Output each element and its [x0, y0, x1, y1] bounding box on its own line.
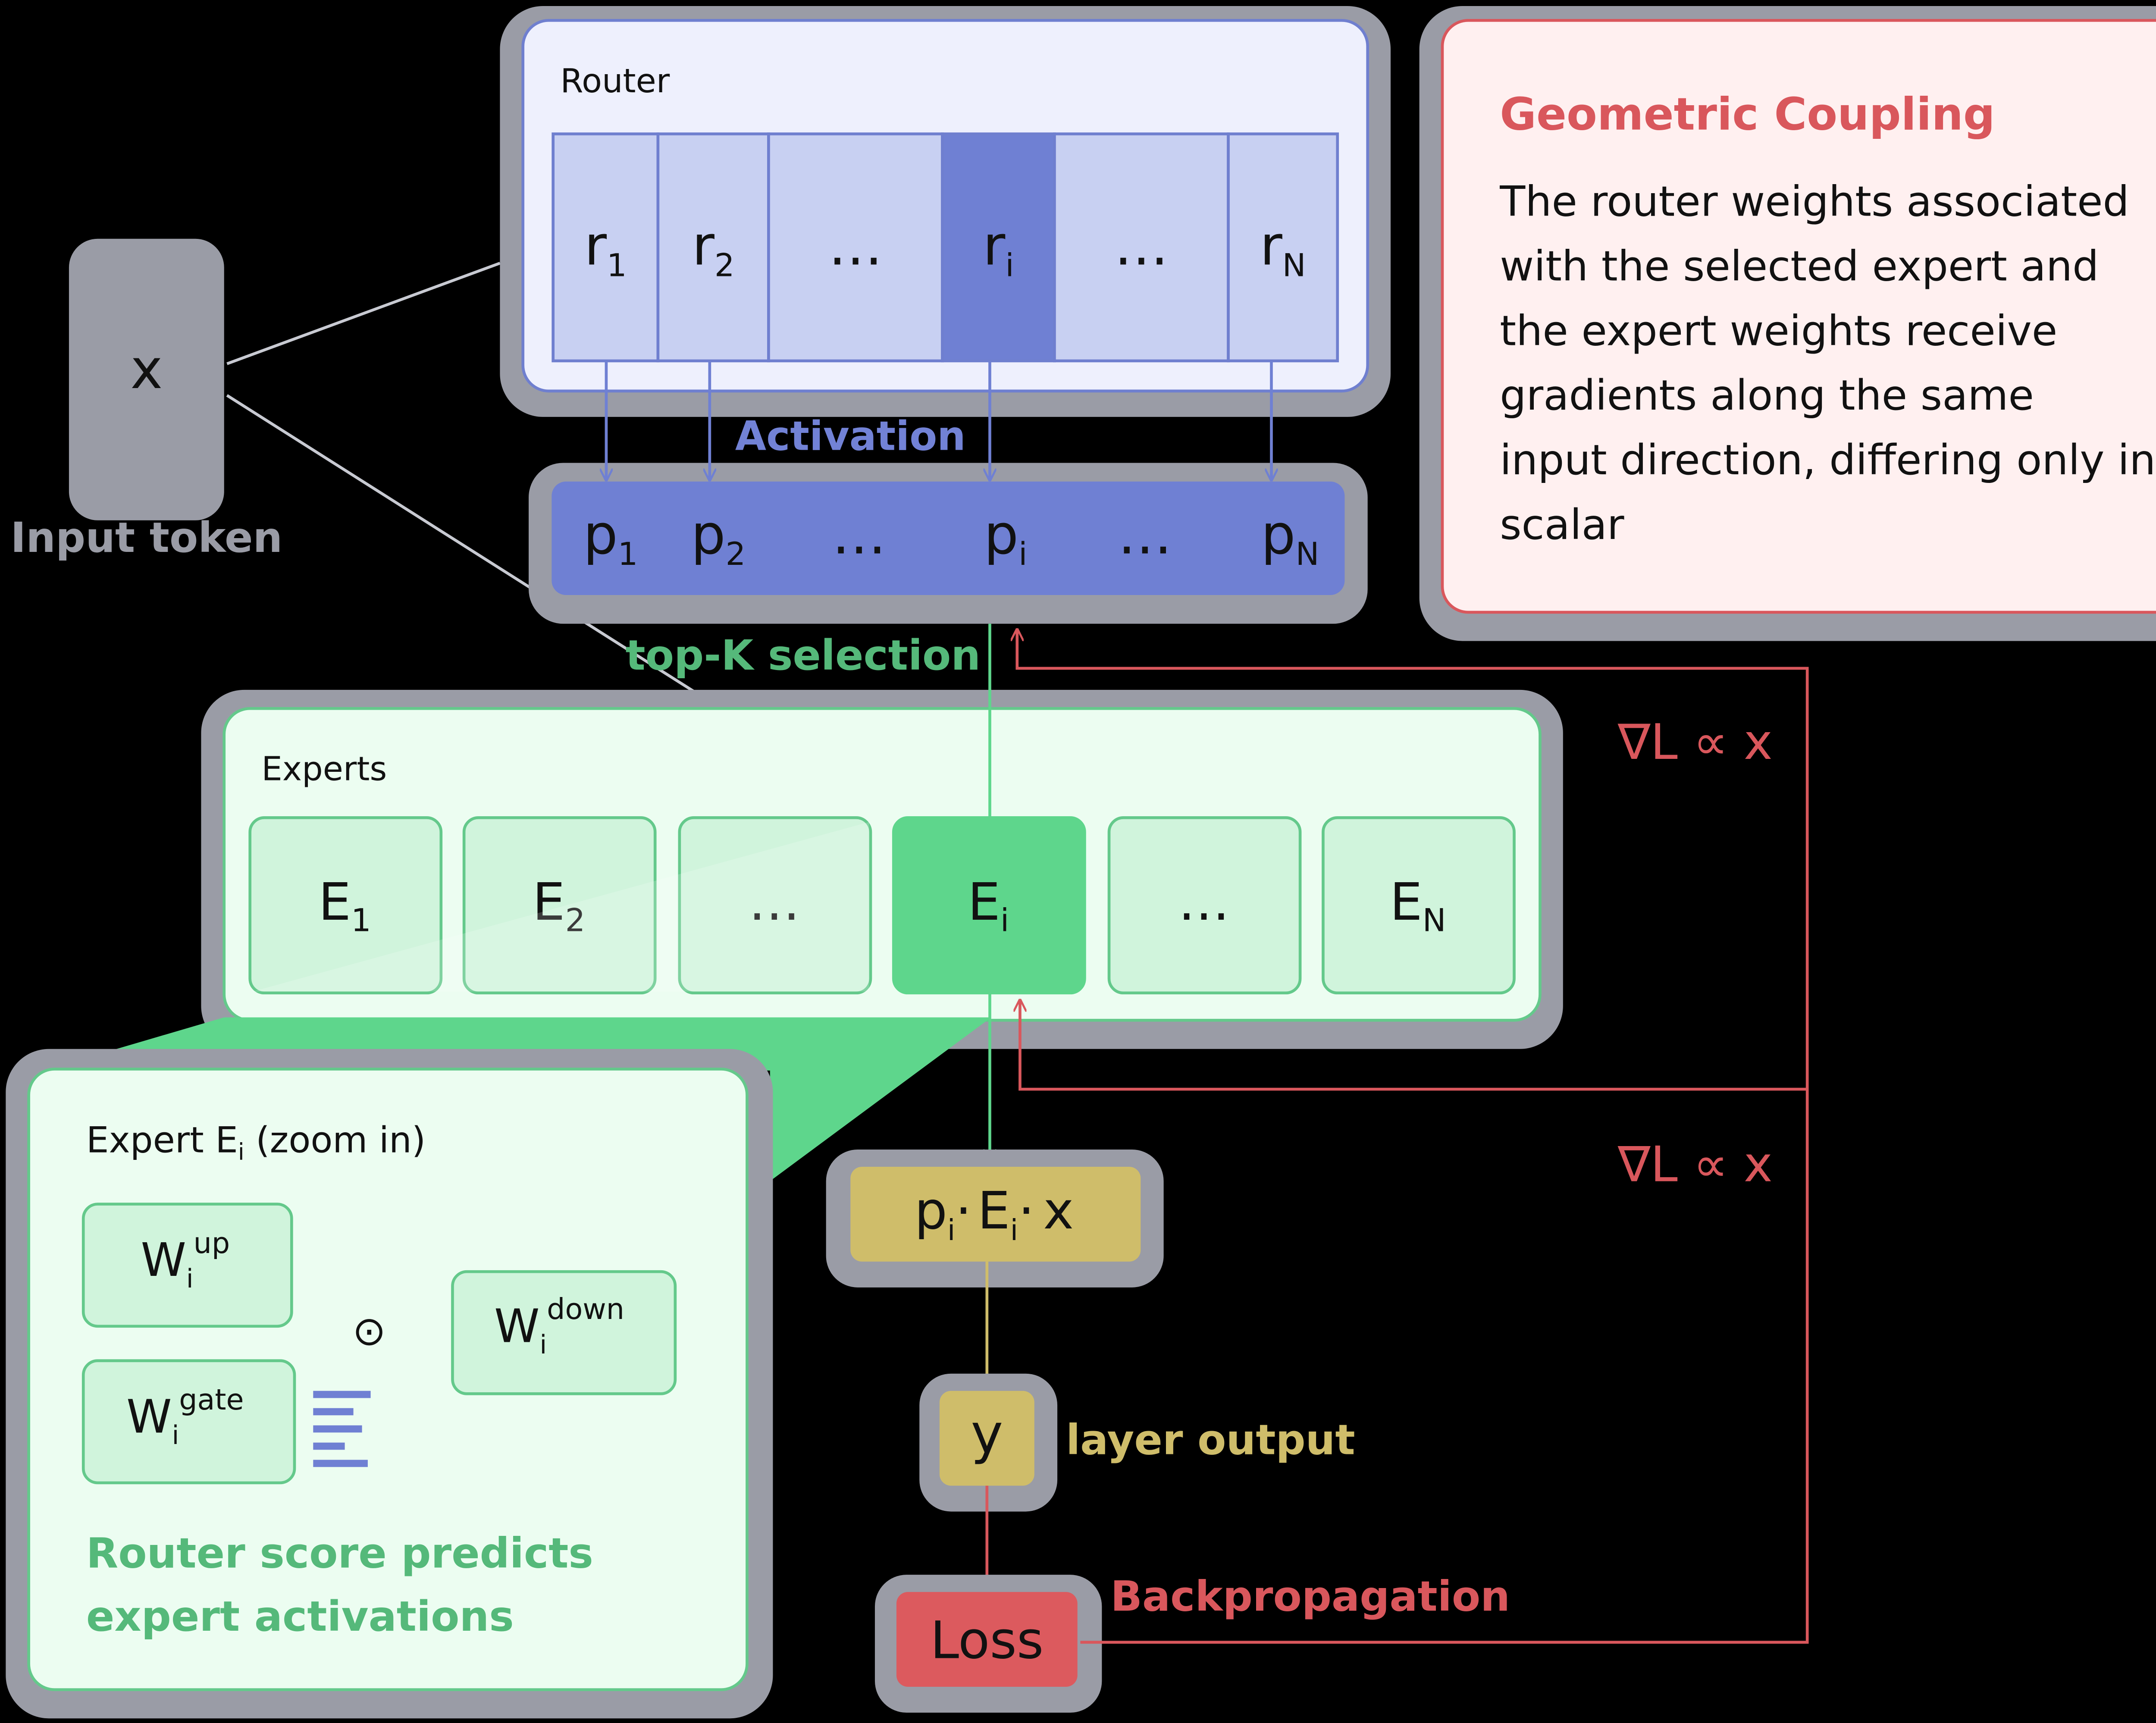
zoom-caption-line2: expert activations: [86, 1592, 514, 1641]
activation-label-3: pi: [984, 502, 1028, 573]
product-box: [850, 1166, 1141, 1262]
router-cells: r1 r2 … ri … rN: [552, 132, 1339, 363]
product-node: pi·Ei·x: [826, 1149, 1164, 1288]
output-box: [939, 1391, 1034, 1486]
coupling-line-3: gradients along the same: [1500, 371, 2034, 420]
expert-cell-label-5: EN: [1390, 872, 1446, 939]
zoom-caption-line1: Router score predicts: [86, 1529, 593, 1577]
coupling-inner: [1441, 19, 2156, 614]
router-cell-label-1: r2: [692, 214, 735, 284]
experts-panel: Experts E1 E2 … Ei … EN: [201, 689, 1563, 1049]
zoom-panel: Expert Ei (zoom in) Wiup Wigate ⊙ Widown…: [6, 1049, 773, 1719]
w-gate-box: [81, 1359, 296, 1485]
activation-label: Activation: [735, 412, 966, 459]
gradient-label-top: ∇L ∝ x: [1617, 714, 1773, 771]
output-symbol: y: [971, 1402, 1003, 1466]
activation-cells: p1 p2 … pi … pN: [583, 502, 1319, 573]
input-token-symbol: x: [130, 337, 163, 401]
expert-cell-label-2: …: [749, 872, 800, 932]
expert-cell-label-0: E1: [318, 872, 371, 939]
coupling-line-4: input direction, differing only in: [1500, 435, 2156, 484]
gradient-path-expert: [1020, 1000, 1808, 1091]
expert-cell-1: [248, 816, 443, 995]
loss-symbol: Loss: [930, 1610, 1044, 1670]
expert-cell-ellipsis-2: [678, 816, 872, 995]
activation-label-4: …: [1118, 502, 1172, 566]
coupling-line-1: with the selected expert and: [1500, 241, 2099, 290]
input-token-box: [69, 238, 224, 520]
output-node: y layer output: [919, 1373, 1355, 1512]
router-cell-1: [552, 132, 660, 363]
router-cell-label-2: …: [828, 214, 883, 278]
router-cell-label-5: rN: [1260, 214, 1306, 284]
router-title: Router: [560, 62, 670, 100]
backprop-label: Backpropagation: [1110, 1572, 1510, 1620]
expert-cell-2: [462, 816, 657, 995]
router-panel: Router r1 r2 … ri … rN: [500, 6, 1391, 417]
input-token-label: Input token: [10, 513, 282, 562]
router-cell-i: [941, 132, 1056, 363]
w-down-label: Widown: [494, 1292, 624, 1360]
activation-label-1: p2: [691, 502, 746, 573]
expert-cell-label-4: …: [1178, 872, 1230, 932]
expert-cell-label-3: Ei: [968, 872, 1009, 939]
router-cell-label-4: …: [1114, 214, 1169, 278]
zoom-title: Expert Ei (zoom in): [86, 1119, 426, 1165]
loss-node: Loss Backpropagation: [874, 1572, 1510, 1713]
router-cell-2: [656, 132, 770, 363]
w-up-box: [81, 1203, 293, 1328]
activation-panel: p1 p2 … pi … pN: [529, 463, 1368, 624]
coupling-line-5: scalar: [1500, 500, 1624, 549]
activation-label-2: …: [832, 502, 887, 566]
expert-cell-label-1: E2: [533, 872, 585, 939]
expert-cells: E1 E2 … Ei … EN: [248, 816, 1516, 995]
expert-cell-N: [1322, 816, 1516, 995]
output-label: layer output: [1066, 1415, 1355, 1464]
coupling-line-0: The router weights associated: [1499, 177, 2129, 226]
gradient-label-bottom: ∇L ∝ x: [1617, 1136, 1773, 1193]
coupling-title: Geometric Coupling: [1500, 89, 1995, 141]
router-cell-ellipsis-2: [767, 132, 944, 363]
expert-cell-ellipsis-4: [1107, 816, 1302, 995]
hadamard-symbol: ⊙: [352, 1307, 386, 1354]
coupling-text: The router weights associated with the se…: [1499, 177, 2156, 549]
product-formula: pi·Ei·x: [915, 1181, 1074, 1247]
w-up-label: Wiup: [141, 1226, 230, 1294]
router-cell-N: [1227, 132, 1339, 363]
activation-label-5: pN: [1261, 502, 1319, 573]
coupling-line-2: the expert weights receive: [1500, 306, 2057, 355]
experts-title: Experts: [261, 750, 387, 789]
coupling-panel: Geometric Coupling The router weights as…: [1419, 6, 2156, 641]
activation-bar: [552, 481, 1345, 595]
input-token: x Input token: [10, 238, 282, 562]
input-to-router-line: [226, 262, 501, 365]
router-cell-label-3: ri: [983, 214, 1014, 284]
w-gate-label: Wigate: [126, 1383, 244, 1450]
gradient-path-main: [1017, 630, 1809, 1644]
w-down-box: [451, 1270, 677, 1395]
topk-label: top-K selection: [626, 631, 981, 680]
activation-bars-icon: [313, 1391, 371, 1467]
router-cell-label-0: r1: [584, 214, 627, 284]
loss-box: [896, 1592, 1078, 1687]
activation-label-0: p1: [583, 502, 638, 573]
